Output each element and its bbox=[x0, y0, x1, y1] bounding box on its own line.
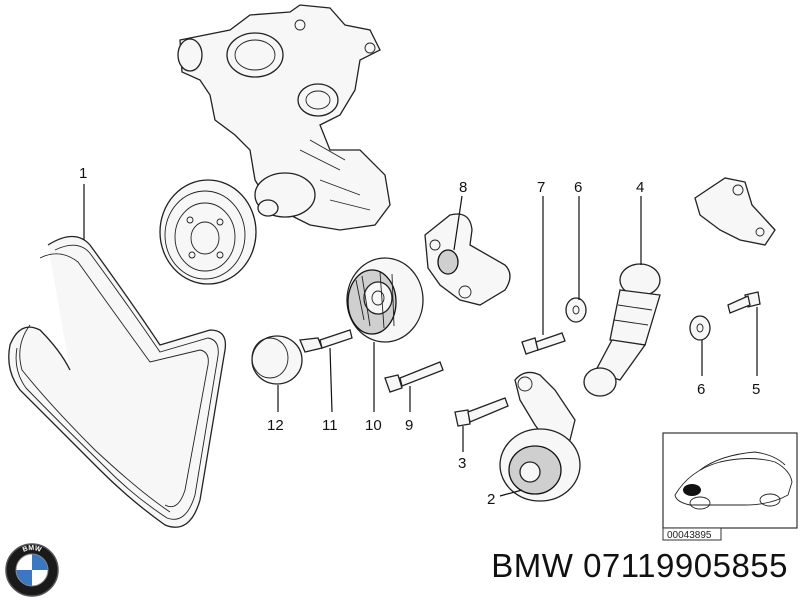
hydraulic-tensioner bbox=[583, 263, 661, 397]
callout-4: 4 bbox=[636, 179, 644, 196]
tensioner-arm bbox=[454, 371, 581, 502]
callout-12: 12 bbox=[267, 417, 284, 434]
water-pump bbox=[177, 4, 391, 231]
callout-1: 1 bbox=[79, 165, 87, 182]
bolt-5 bbox=[727, 291, 761, 314]
drive-belt bbox=[8, 235, 227, 528]
pulley bbox=[159, 179, 257, 285]
callout-7: 7 bbox=[537, 179, 545, 196]
callout-6-bottom: 6 bbox=[697, 381, 705, 398]
mount-bracket bbox=[694, 177, 776, 246]
callout-10: 10 bbox=[365, 417, 382, 434]
bmw-logo-icon: BMW bbox=[5, 543, 59, 597]
highlight-marker bbox=[683, 484, 701, 496]
callout-8: 8 bbox=[459, 179, 467, 196]
svg-text:BMW: BMW bbox=[22, 545, 43, 554]
cap bbox=[251, 335, 303, 385]
part-number-title: BMW 07119905855 bbox=[491, 547, 788, 584]
reference-car-thumbnail: 00043895 bbox=[662, 432, 798, 541]
callout-2: 2 bbox=[487, 491, 495, 508]
washer-right bbox=[689, 315, 711, 341]
bracket bbox=[424, 213, 511, 306]
callout-5: 5 bbox=[752, 381, 760, 398]
callout-3: 3 bbox=[458, 455, 466, 472]
reference-code: 00043895 bbox=[667, 530, 712, 541]
washer-left bbox=[565, 297, 587, 323]
leader-lines bbox=[83, 184, 758, 497]
bolt-7 bbox=[521, 332, 566, 355]
bolt-9 bbox=[384, 361, 444, 393]
callout-6-top: 6 bbox=[574, 179, 582, 196]
idler-roller bbox=[346, 257, 424, 343]
bolt-11 bbox=[299, 329, 353, 353]
callout-9: 9 bbox=[405, 417, 413, 434]
callout-11: 11 bbox=[322, 417, 338, 434]
